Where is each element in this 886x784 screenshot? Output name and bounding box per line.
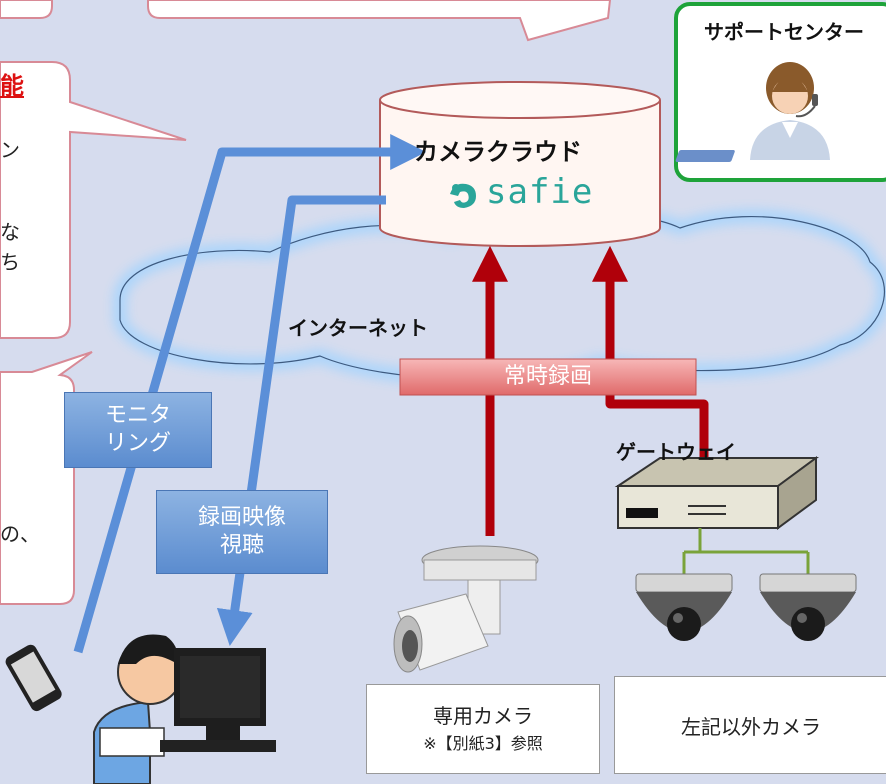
gateway-device bbox=[614, 456, 820, 530]
dedicated-camera-label-box: 専用カメラ ※【別紙3】参照 bbox=[366, 684, 600, 774]
playback-arrow bbox=[216, 195, 386, 647]
internet-cloud bbox=[119, 212, 886, 380]
monitoring-line-2: リング bbox=[104, 431, 171, 456]
operator-illustration bbox=[675, 62, 830, 162]
cloud-title: カメラクラウド bbox=[414, 138, 582, 166]
dedicated-camera-name: 専用カメラ bbox=[433, 704, 533, 728]
cloud-brand: safie bbox=[486, 172, 594, 212]
callout-lower bbox=[0, 351, 93, 605]
other-camera-name: 左記以外カメラ bbox=[681, 714, 821, 739]
storage-cylinder bbox=[379, 100, 661, 247]
recording-label: 常時録画 bbox=[503, 364, 592, 389]
recording-bar bbox=[399, 358, 697, 396]
callout-left bbox=[0, 61, 187, 339]
playback-label-box: 録画映像 視聴 bbox=[156, 490, 328, 574]
callout-left-line-2: な bbox=[0, 220, 20, 244]
worker-illustration bbox=[93, 634, 276, 784]
dome-camera-1 bbox=[635, 573, 733, 641]
dedicated-camera-note: ※【別紙3】参照 bbox=[423, 734, 543, 753]
monitoring-arrow bbox=[73, 134, 427, 654]
playback-line-2: 視聴 bbox=[219, 533, 264, 558]
callout-left-line-3: ち bbox=[0, 250, 20, 274]
monitoring-label-box: モニタ リング bbox=[64, 392, 212, 468]
gateway-wiring bbox=[682, 528, 810, 574]
callout-left-title-fragment: 能 bbox=[0, 72, 24, 100]
internet-label: インターネット bbox=[288, 316, 428, 340]
callout-lower-line-1: の、 bbox=[0, 522, 40, 546]
storage-cylinder-top bbox=[379, 81, 661, 119]
smartphone bbox=[5, 644, 62, 712]
callout-left-line-1: ン bbox=[0, 138, 20, 162]
playback-line-1: 録画映像 bbox=[197, 505, 286, 530]
dome-camera-2 bbox=[759, 573, 857, 641]
callout-top-center-fragment bbox=[147, 0, 612, 42]
support-center-label: サポートセンター bbox=[704, 20, 864, 44]
other-camera-label-box: 左記以外カメラ bbox=[614, 676, 886, 774]
callout-top-left-fragment bbox=[0, 0, 53, 19]
upload-arrow-gateway bbox=[592, 245, 709, 466]
safie-logo-icon bbox=[450, 183, 476, 208]
bullet-camera bbox=[393, 545, 539, 673]
gateway-label: ゲートウェイ bbox=[616, 440, 736, 464]
monitoring-line-1: モニタ bbox=[104, 403, 171, 428]
